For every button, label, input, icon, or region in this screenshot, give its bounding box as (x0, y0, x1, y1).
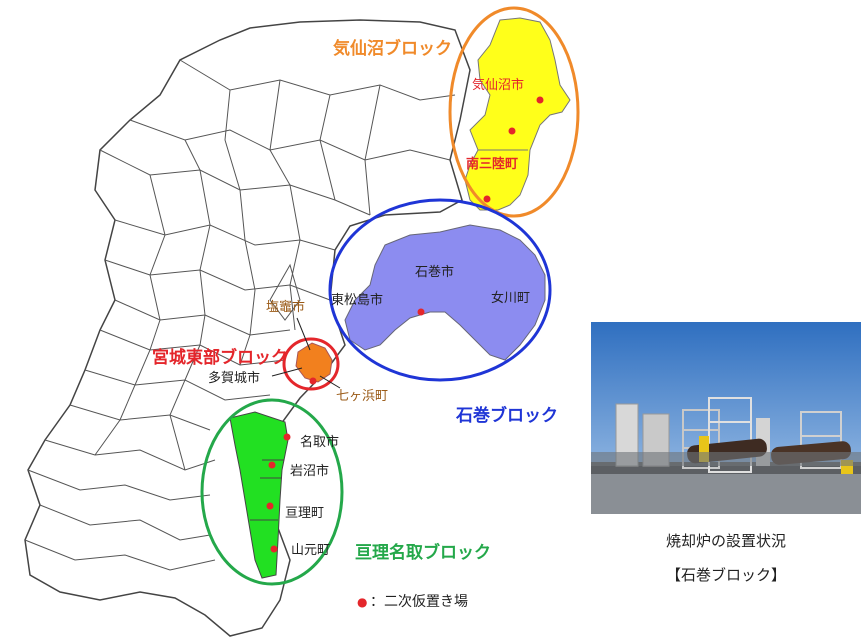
site-marker (508, 127, 516, 135)
ishinomaki-region (344, 224, 546, 361)
miyagi-east-block-label: 宮城東部ブロック (152, 347, 288, 368)
site-markers (266, 96, 544, 553)
site-marker (417, 308, 425, 316)
minamisanriku-label: 南三陸町 (466, 156, 518, 172)
ishinomaki-ellipse (328, 198, 552, 382)
iwanuma-label: 岩沼市 (290, 463, 329, 479)
leader-lines (271, 317, 341, 389)
photo-block-label: 【石巻ブロック】 (665, 566, 786, 584)
prefecture-outline (24, 19, 471, 637)
ishinomaki-city-label: 石巻市 (415, 264, 454, 280)
higashimatsushima-label: 東松島市 (331, 292, 383, 308)
legend-text: ：二次仮置き場 (370, 594, 468, 610)
kesennuma-region (464, 17, 571, 211)
shiogama-label: 塩竈市 (266, 299, 305, 315)
site-marker (309, 377, 317, 385)
onagawa-label: 女川町 (491, 290, 530, 306)
site-marker (268, 461, 276, 469)
natori-label: 名取市 (300, 434, 339, 450)
site-marker (536, 96, 544, 104)
kesennuma-city-label: 気仙沼市 (472, 77, 524, 93)
photo-caption: 焼却炉の設置状況 (665, 532, 786, 550)
kesennuma-block-label: 気仙沼ブロック (332, 38, 452, 59)
tagajo-label: 多賀城市 (208, 370, 260, 386)
site-marker (266, 502, 274, 510)
watari-natori-ellipse (200, 398, 344, 586)
site-marker (283, 433, 291, 441)
kesennuma-ellipse (448, 6, 580, 218)
site-marker (483, 195, 491, 203)
miyagi-east-ellipse (282, 337, 340, 391)
miyagi-east-region (295, 342, 333, 383)
legend-marker: ● (357, 595, 367, 609)
municipal-boundaries (24, 59, 456, 571)
watari-natori-boundaries (250, 459, 284, 521)
ishinomaki-block-label: 石巻ブロック (455, 405, 558, 426)
watari-natori-block-label: 亘理名取ブロック (355, 542, 491, 563)
shichigahama-label: 七ヶ浜町 (336, 389, 388, 404)
watari-label: 亘理町 (285, 506, 324, 521)
watari-natori-region (229, 411, 289, 579)
incinerator-photo (591, 322, 861, 514)
site-marker (270, 545, 278, 553)
yamamoto-label: 山元町 (291, 543, 330, 558)
